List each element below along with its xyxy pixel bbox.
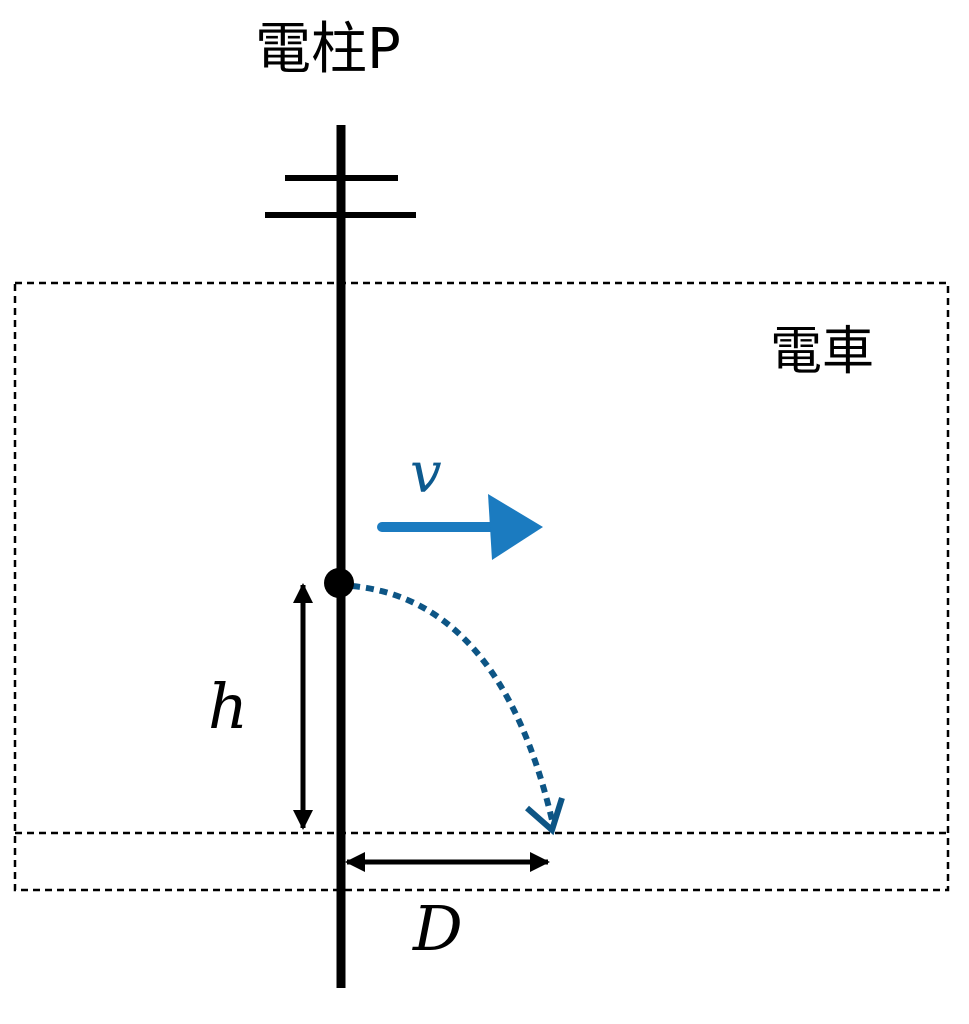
train-outline (13, 281, 950, 892)
train-label: 電車 (770, 322, 875, 382)
trajectory-arrowhead (525, 797, 565, 836)
ball (324, 568, 354, 598)
distance-label: D (413, 892, 463, 965)
pole-label: 電柱P (255, 17, 401, 82)
trajectory-curve (351, 583, 555, 821)
velocity-arrow (377, 494, 543, 560)
height-label: h (208, 670, 248, 743)
velocity-label: v (410, 441, 442, 506)
